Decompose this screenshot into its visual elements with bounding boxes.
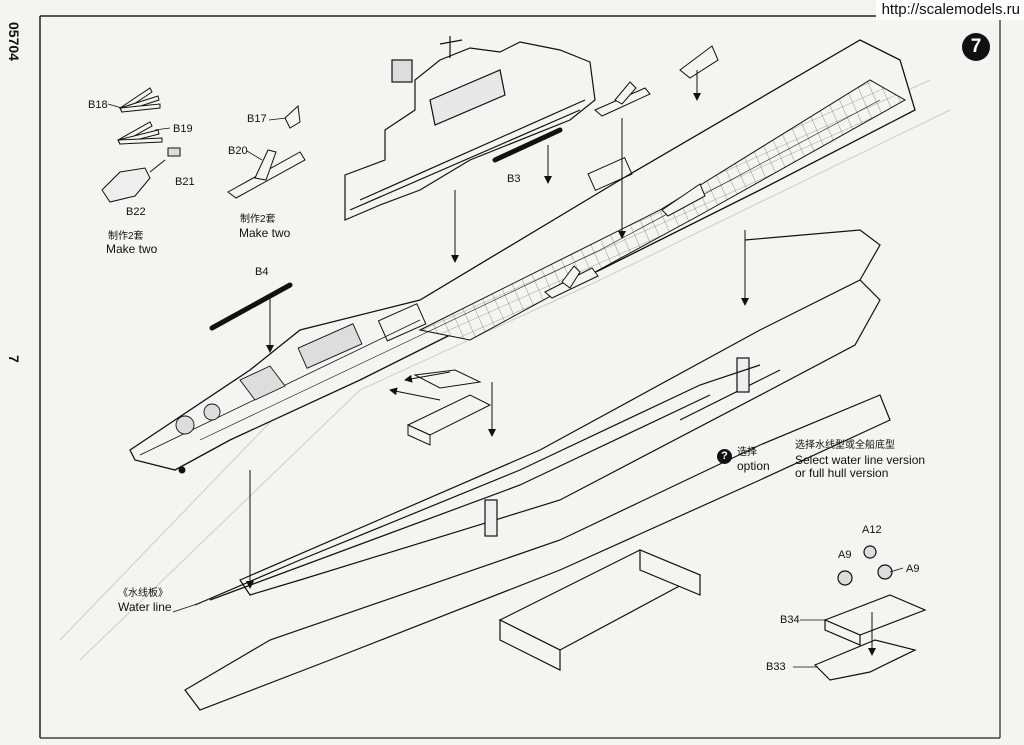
label-b21: B21 xyxy=(175,176,195,188)
step-number: 7 xyxy=(962,33,990,61)
island-superstructure xyxy=(344,36,596,221)
label-a9-left: A9 xyxy=(838,549,852,561)
leader-lines xyxy=(107,103,904,668)
upper-hull xyxy=(239,229,881,596)
label-b3: B3 xyxy=(507,173,521,185)
label-b22: B22 xyxy=(126,206,146,218)
select-version-en-2: or full hull version xyxy=(795,466,889,480)
aircraft-b20 xyxy=(227,104,306,199)
page-frame xyxy=(39,15,1001,739)
elevator-parts xyxy=(406,369,492,446)
helicopter-b22 xyxy=(101,147,181,203)
waterline-en: Water line xyxy=(118,600,172,614)
label-b19: B19 xyxy=(173,123,193,135)
select-version-en-1: Select water line version xyxy=(795,453,926,467)
make-two-en-1: Make two xyxy=(106,242,158,256)
pedestal-parts xyxy=(813,545,927,681)
label-b18: B18 xyxy=(88,99,108,111)
option-en: option xyxy=(737,459,770,473)
waterline-cn: 《水线板》 xyxy=(118,588,168,599)
waterline-plate xyxy=(194,364,761,606)
part-b3-shape xyxy=(492,127,563,163)
make-two-cn-2: 制作2套 xyxy=(240,214,276,225)
rotor-blades-b18-b19 xyxy=(117,87,163,145)
display-stand xyxy=(498,549,702,671)
label-a9-right: A9 xyxy=(906,563,920,575)
label-b4: B4 xyxy=(255,266,269,278)
make-two-en-2: Make two xyxy=(239,226,291,240)
label-b20: B20 xyxy=(228,145,248,157)
part-b4-shape xyxy=(209,282,293,331)
page-number: 7 xyxy=(6,355,22,363)
lower-hull xyxy=(184,394,891,711)
question-mark-icon: ? xyxy=(717,449,732,464)
label-b17: B17 xyxy=(247,113,267,125)
watermark: http://scalemodels.ru xyxy=(875,0,1024,20)
deck-aircraft xyxy=(544,45,719,299)
product-code: 05704 xyxy=(6,22,22,61)
make-two-cn-1: 制作2套 xyxy=(108,231,144,242)
label-b34: B34 xyxy=(780,614,800,626)
label-a12: A12 xyxy=(862,524,882,536)
select-version-cn: 选择水线型或全船底型 xyxy=(795,440,895,451)
label-b33: B33 xyxy=(766,661,786,673)
option-cn: 选择 xyxy=(737,447,757,458)
